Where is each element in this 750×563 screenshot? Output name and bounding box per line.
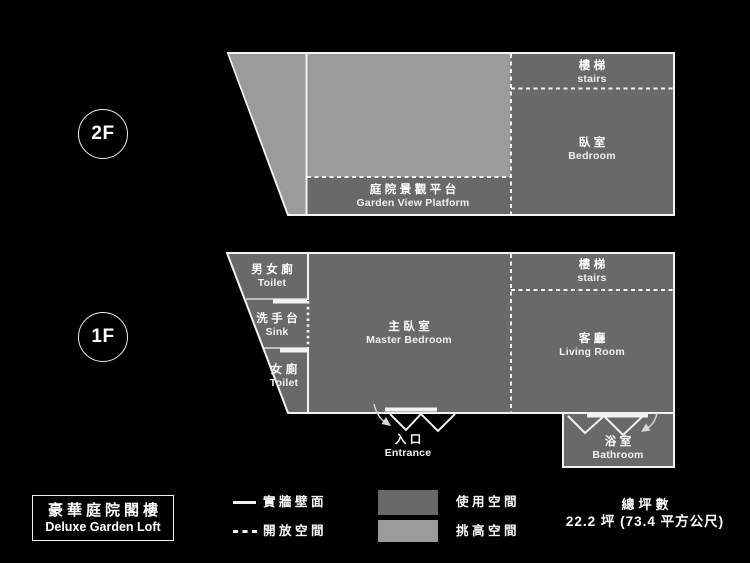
used-space-swatch-fill [378, 490, 438, 515]
room-label-zh: 主臥室 [388, 321, 434, 333]
room-label-living-room-1f: 客廳 Living Room [559, 333, 625, 359]
floor-badge-1f-label: 1F [91, 326, 115, 347]
project-title-zh: 豪華庭院閣樓 [47, 501, 162, 519]
entrance-arrow-head-icon [381, 417, 391, 426]
room-label-zh: 男女廁 [251, 264, 297, 276]
floor-badge-2f-label: 2F [91, 123, 115, 144]
room-label-zh: 客廳 [578, 333, 609, 345]
room-label-bedroom-2f: 臥室 Bedroom [568, 137, 616, 163]
floorplan-2f [226, 52, 675, 216]
legend-solid-wall-line-icon [233, 501, 256, 504]
room-label-en: stairs [577, 73, 607, 85]
legend-solid-wall-label: 實牆壁面 [263, 495, 328, 509]
floorplan-1f [225, 252, 675, 468]
room-label-en: Toilet [257, 277, 287, 289]
room-label-en: Garden View Platform [356, 197, 470, 209]
room-label-zh: 樓梯 [578, 259, 609, 271]
room-label-zh: 浴室 [604, 436, 635, 448]
room-label-zh: 入口 [394, 434, 425, 446]
room-label-zh: 庭院景觀平台 [369, 184, 460, 196]
room-label-entrance-1f: 入口 Entrance [385, 434, 432, 460]
legend-double-height-label: 挑高空間 [456, 524, 521, 538]
total-area-label: 總坪數 [621, 497, 673, 512]
room-label-garden-platform-2f: 庭院景觀平台 Garden View Platform [357, 184, 470, 210]
room-label-zh: 臥室 [578, 137, 609, 149]
bathroom-arrow-head-icon [641, 423, 651, 432]
room-label-zh: 女廁 [270, 364, 301, 376]
legend-used-space-label: 使用空間 [456, 495, 521, 509]
room-label-stairs-1f: 樓梯 stairs [575, 259, 609, 285]
room-label-toilet-unisex-1f: 男女廁 Toilet [248, 264, 297, 290]
total-area-block: 總坪數 22.2 坪 (73.4 平方公尺) [566, 497, 724, 531]
room-label-en: Toilet [269, 377, 299, 389]
room-label-zh: 洗手台 [256, 313, 302, 325]
entrance-door-swing-icon [389, 412, 456, 433]
floor2-double-height-left-area [229, 54, 306, 214]
legend-open-space-dashed-icon [233, 530, 259, 533]
floor-badge-1f: 1F [78, 312, 128, 362]
room-label-en: Bathroom [592, 449, 644, 461]
room-label-zh: 樓梯 [578, 60, 609, 72]
legend-used-space-swatch [378, 490, 438, 515]
room-label-en: stairs [577, 272, 607, 284]
room-label-stairs-2f: 樓梯 stairs [575, 60, 609, 86]
bathroom-box [562, 412, 675, 468]
room-label-master-bedroom-1f: 主臥室 Master Bedroom [366, 321, 452, 347]
room-label-en: Living Room [559, 346, 625, 358]
room-label-en: Entrance [384, 447, 432, 459]
room-label-bathroom-1f: 浴室 Bathroom [592, 436, 643, 462]
room-label-toilet-women-1f: 女廁 Toilet [267, 364, 301, 390]
total-area-value: 22.2 坪 (73.4 平方公尺) [565, 514, 725, 529]
room-label-en: Sink [265, 326, 289, 338]
floor2-double-height-center-area [307, 54, 511, 177]
room-label-en: Master Bedroom [366, 334, 452, 346]
double-height-swatch-fill [378, 520, 438, 542]
room-label-sink-1f: 洗手台 Sink [253, 313, 302, 339]
legend-double-height-swatch [378, 520, 438, 542]
project-title-en: Deluxe Garden Loft [45, 519, 161, 534]
project-title-box: 豪華庭院閣樓 Deluxe Garden Loft [32, 495, 174, 541]
room-label-en: Bedroom [568, 150, 616, 162]
bathroom-door-swing-icon [567, 414, 644, 437]
floor-badge-2f: 2F [78, 109, 128, 159]
legend-open-space-label: 開放空間 [263, 524, 328, 538]
